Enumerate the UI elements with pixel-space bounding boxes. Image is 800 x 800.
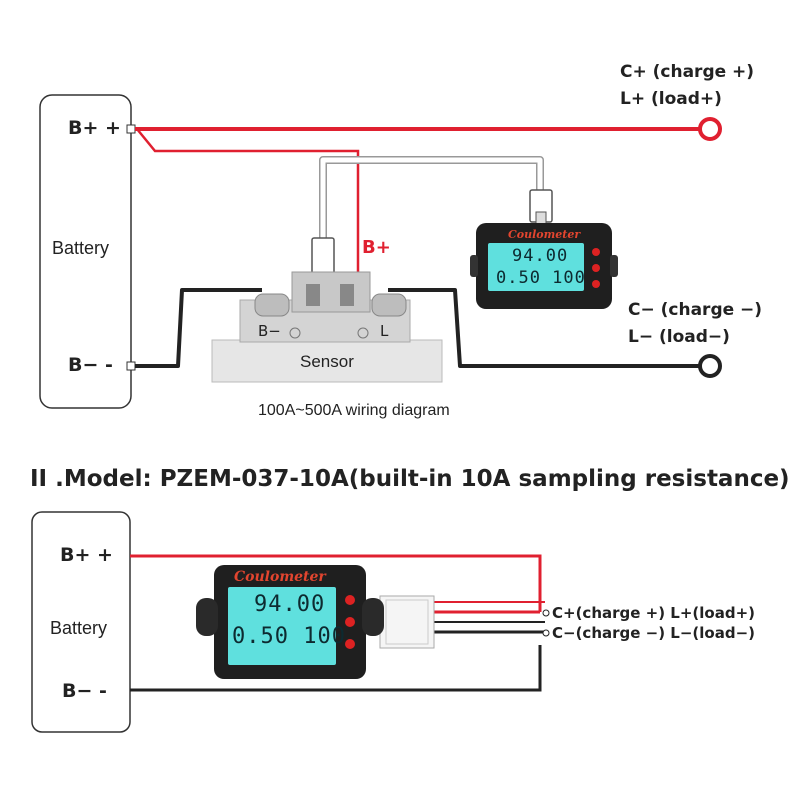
sensor-port-2 [340, 284, 354, 306]
meter-tab-left-top [470, 255, 478, 277]
sensor-right-screw [371, 293, 407, 317]
wiring-caption: 100A~500A wiring diagram [258, 402, 450, 419]
sensor-connector [291, 271, 371, 313]
charge-positive-label: C+ (charge +) [620, 62, 755, 82]
negative-ring-terminal [698, 354, 722, 378]
bottom-black-wire [130, 645, 542, 692]
sensor-usb-plug [311, 237, 335, 275]
meter-button-2-top [592, 264, 600, 272]
sensor-right-bolt [357, 327, 369, 339]
bplus-sense-wire [136, 128, 360, 300]
sensor-left-bolt [289, 327, 301, 339]
battery-box-top [39, 94, 132, 409]
meter-lcd-line1-bottom: 94.00 [254, 592, 326, 617]
meter-button-1-bottom [345, 595, 355, 605]
battery-box-bottom [31, 511, 131, 733]
meter-brand-bottom: Coulometer [234, 569, 326, 585]
bottom-pos-terminal [542, 609, 550, 617]
charge-negative-label: C− (charge −) [628, 300, 763, 320]
battery-negative-label-top: B− - [68, 354, 113, 376]
battery-label-top: Battery [52, 238, 110, 258]
meter-lcd-top [488, 243, 584, 291]
sensor-base [211, 339, 443, 383]
data-cable-inner [320, 157, 543, 240]
bottom-negative-output-label: C−(charge −) L−(load−) [552, 624, 756, 642]
load-positive-label: L+ (load+) [620, 89, 722, 109]
bplus-wire-label: B+ [362, 237, 391, 258]
model-heading: II .Model: PZEM-037-10A(built-in 10A sam… [30, 466, 790, 492]
battery-negative-wire [135, 288, 262, 368]
load-negative-label: L− (load−) [628, 327, 730, 347]
sensor-l-mark: L [380, 322, 389, 340]
meter-tab-right-bottom [362, 598, 384, 636]
battery-positive-label-bottom: B+ + [60, 544, 113, 566]
meter-tab-right-top [610, 255, 618, 277]
battery-positive-label-top: B+ + [68, 117, 121, 139]
meter-button-1-top [592, 248, 600, 256]
meter-button-3-bottom [345, 639, 355, 649]
sensor-bminus-mark: B− [258, 322, 281, 340]
meter-tab-left-bottom [196, 598, 218, 636]
meter-lcd-line2-top: 0.50 100 [496, 268, 586, 288]
bottom-connector-inner [385, 599, 429, 645]
meter-button-3-top [592, 280, 600, 288]
battery-negative-label-bottom: B− - [62, 680, 107, 702]
sensor-left-screw [254, 293, 290, 317]
positive-ring-terminal [698, 117, 722, 141]
battery-label-bottom: Battery [50, 618, 108, 638]
meter-brand-top: Coulometer [508, 228, 581, 241]
meter-button-2-bottom [345, 617, 355, 627]
meter-lcd-bottom [228, 587, 336, 665]
bottom-connector-plug [379, 595, 435, 649]
sensor-label: Sensor [300, 352, 354, 371]
bottom-red-wire [130, 554, 542, 612]
meter-lcd-line2-bottom: 0.50 100 [232, 624, 346, 649]
meter-lcd-line1-top: 94.00 [512, 246, 569, 266]
sensor-port-1 [306, 284, 320, 306]
bottom-neg-terminal [542, 629, 550, 637]
battery-neg-post-top [126, 361, 136, 371]
bottom-positive-output-label: C+(charge +) L+(load+) [552, 604, 756, 622]
load-negative-wire [388, 288, 700, 368]
battery-pos-post-top [126, 124, 136, 134]
